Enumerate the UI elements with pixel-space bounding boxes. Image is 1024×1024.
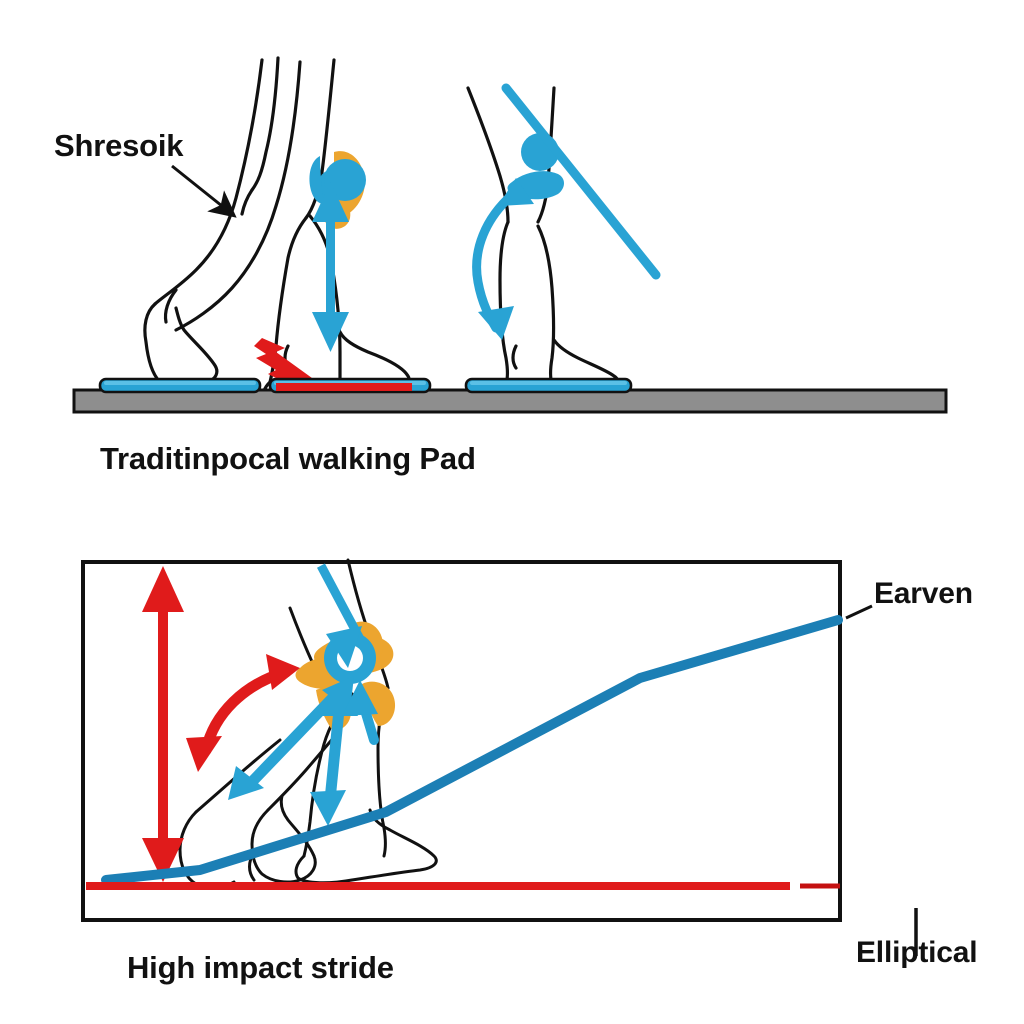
walking-pad-3 [464, 377, 633, 394]
red-impact-overlay [276, 383, 412, 391]
chart-red-curved-double-arrow [186, 654, 300, 772]
legend-label-elliptical: Elliptical [856, 936, 978, 969]
bottom-panel-group [81, 558, 918, 956]
knee-range-curved-arrow [472, 178, 534, 340]
chart-red-vertical-double-arrow [142, 566, 184, 882]
series-line-earven [101, 615, 843, 885]
walking-pad-1 [98, 377, 262, 394]
callout-label-shresoik: Shresoik [54, 128, 184, 163]
shin-force-double-arrow [312, 182, 349, 352]
caption-high-impact-stride: High impact stride [127, 950, 394, 985]
shresoik-leader-line [171, 164, 237, 218]
leg-figure-left [143, 58, 302, 384]
top-panel-group [72, 56, 948, 414]
chart-blue-arrow-upper [316, 563, 372, 668]
earven-leader-line [845, 604, 873, 620]
caption-traditional-walking-pad: Traditinpocal walking Pad [100, 441, 476, 476]
legend-label-earven: Earven [874, 577, 973, 610]
knee-axis-line-right [501, 83, 661, 280]
chart-blue-arrow-knee-right [342, 680, 379, 745]
